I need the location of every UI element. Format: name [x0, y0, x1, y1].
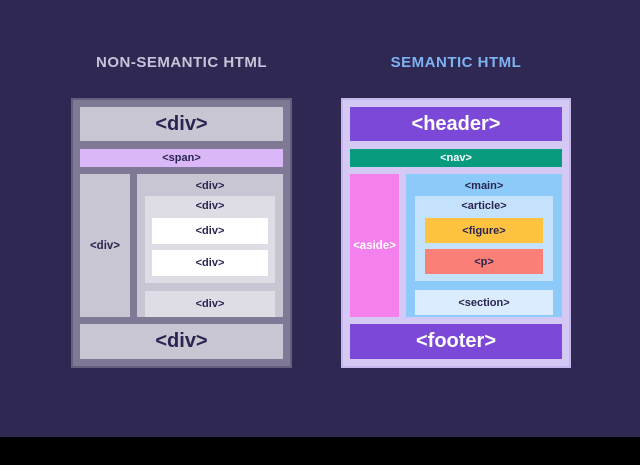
nonsemantic-leaf-div-box: <div> — [152, 218, 268, 244]
semantic-footer-box: <footer> — [350, 324, 562, 359]
semantic-middle-row: <aside> <main> <article> <figure> <p> <s… — [350, 174, 562, 317]
nonsemantic-nested-div-box: <div> <div> <div> — [145, 196, 275, 283]
semantic-diagram: <header> <nav> <aside> <main> <article> … — [341, 98, 571, 368]
semantic-nav-box: <nav> — [350, 149, 562, 167]
nonsemantic-header-div-box: <div> — [80, 107, 283, 141]
nonsemantic-main-div-box: <div> <div> <div> <div> <div> — [137, 174, 283, 317]
semantic-p-box: <p> — [425, 249, 543, 274]
semantic-article-box: <article> <figure> <p> — [415, 196, 553, 281]
nonsemantic-lower-div-box: <div> — [145, 291, 275, 317]
semantic-main-box: <main> <article> <figure> <p> <section> — [406, 174, 562, 317]
nonsemantic-footer-div-box: <div> — [80, 324, 283, 359]
nonsemantic-sidebar-div-box: <div> — [80, 174, 130, 317]
nonsemantic-leaf-div-box: <div> — [152, 250, 268, 276]
semantic-figure-box: <figure> — [425, 218, 543, 243]
nonsemantic-nested-div-label: <div> — [195, 200, 225, 212]
semantic-section-box: <section> — [415, 290, 553, 315]
semantic-article-label: <article> — [461, 200, 507, 212]
semantic-header-box: <header> — [350, 107, 562, 141]
semantic-aside-box: <aside> — [350, 174, 399, 317]
nonsemantic-span-bar: <span> — [80, 149, 283, 167]
semantic-main-label: <main> — [464, 180, 504, 192]
nonsemantic-middle-row: <div> <div> <div> <div> <div> <div> — [80, 174, 283, 317]
nonsemantic-title: NON-SEMANTIC HTML — [96, 54, 267, 71]
semantic-title: SEMANTIC HTML — [390, 54, 522, 71]
letterbox-bottom-bar — [0, 437, 640, 465]
nonsemantic-diagram: <div> <span> <div> <div> <div> <div> <di… — [71, 98, 292, 368]
nonsemantic-main-div-label: <div> — [195, 180, 225, 192]
